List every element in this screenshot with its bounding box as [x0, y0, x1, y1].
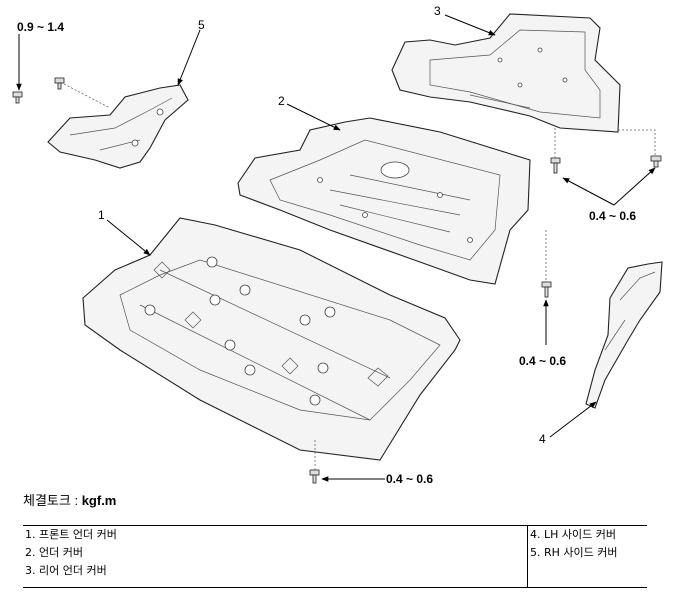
callout-part-4: 4	[539, 432, 546, 446]
bolt-rh-cover	[54, 77, 65, 90]
callout-part-3: 3	[434, 4, 441, 18]
torque-top-left: 0.9 ~ 1.4	[17, 20, 65, 34]
torque-middle: 0.4 ~ 0.6	[519, 354, 567, 368]
exploded-parts-diagram	[12, 13, 663, 484]
mount-bracket-left	[153, 261, 171, 279]
legend-item-5: 5. RH 사이드 커버	[530, 546, 618, 559]
bolt-bottom	[309, 469, 320, 484]
rear-under-cover	[391, 13, 621, 133]
bolt-rear-left	[550, 157, 561, 174]
legend-column-right: 4. LH 사이드 커버 5. RH 사이드 커버	[528, 526, 647, 587]
callout-part-2: 2	[278, 94, 285, 108]
torque-caption-label: 체결토크 :	[23, 493, 82, 508]
mount-bracket-right	[367, 367, 389, 387]
legend-item-2: 2. 언더 커버	[25, 546, 83, 559]
legend-item-3: 3. 리어 언더 커버	[25, 564, 107, 577]
bolt-rear-right	[650, 155, 662, 168]
under-cover	[237, 117, 531, 285]
parts-legend-table: 1. 프론트 언더 커버 2. 언더 커버 3. 리어 언더 커버 4. LH …	[23, 525, 647, 588]
callout-part-5: 5	[198, 18, 205, 32]
callout-part-1: 1	[98, 208, 105, 222]
legend-item-1: 1. 프론트 언더 커버	[25, 528, 117, 541]
torque-right-upper: 0.4 ~ 0.6	[589, 209, 637, 223]
torque-caption-unit: kgf.m	[81, 493, 117, 508]
bolt-top-left	[12, 91, 23, 104]
lh-side-cover	[585, 261, 663, 409]
rh-side-cover	[47, 84, 189, 169]
bolt-middle	[541, 281, 552, 298]
torque-unit-caption: 체결토크 : kgf.m	[23, 490, 116, 509]
front-under-cover	[82, 217, 461, 461]
mount-bracket-mid	[184, 311, 299, 375]
legend-item-4: 4. LH 사이드 커버	[530, 528, 616, 541]
legend-column-left: 1. 프론트 언더 커버 2. 언더 커버 3. 리어 언더 커버	[23, 526, 528, 587]
torque-bottom: 0.4 ~ 0.6	[386, 472, 434, 486]
